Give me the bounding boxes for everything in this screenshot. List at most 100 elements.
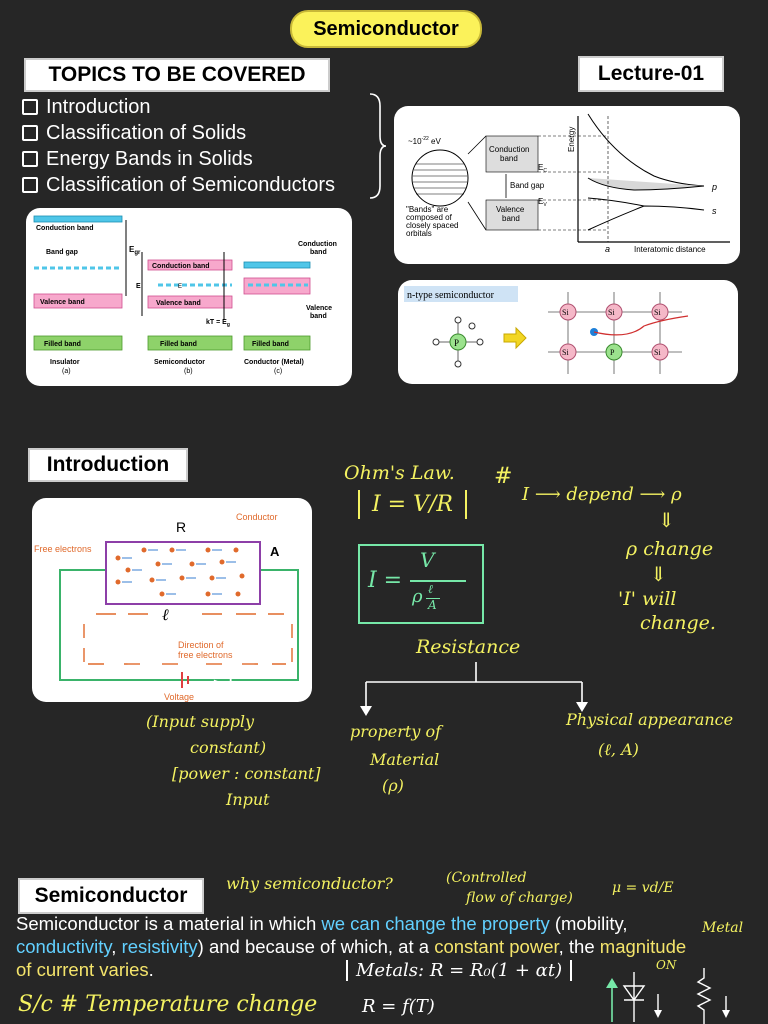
voltage-label: Voltage xyxy=(164,692,194,702)
checkbox-icon xyxy=(22,125,38,141)
si-atom xyxy=(651,303,669,321)
semi-valence-band xyxy=(147,295,233,309)
si-label: Si xyxy=(654,348,661,357)
lecture-label: Lecture-01 xyxy=(578,56,724,92)
power-note: [power : constant] xyxy=(172,764,321,783)
i-will-note: 'I' will xyxy=(618,588,677,610)
property-note: property of xyxy=(350,722,441,741)
band-gap-label: Band gap xyxy=(46,249,78,256)
metal-sublabel: (c) xyxy=(274,368,282,375)
conductor-label: Conductor (Metal) xyxy=(244,359,304,366)
semiconductor-definition: Semiconductor is a material in which we … xyxy=(16,913,687,980)
a-label: A xyxy=(270,544,280,559)
controlled-note: (Controlled xyxy=(446,870,527,886)
ntype-panel: n-type semiconductor P Si Si Si Si P xyxy=(398,280,738,384)
si-label: Si xyxy=(562,308,569,317)
conduction-band-label: Conduction band xyxy=(36,225,94,232)
semiconductor-heading: Semiconductor xyxy=(18,878,204,914)
topic-item: Introduction xyxy=(22,94,335,120)
semi-sublabel: (b) xyxy=(184,368,193,375)
ntype-title: n-type semiconductor xyxy=(407,290,495,301)
checkbox-icon xyxy=(22,99,38,115)
band-diagram-panel: Conduction band Band gap Valence band Fi… xyxy=(26,208,352,386)
phosphorus-atom xyxy=(449,333,467,351)
why-semiconductor-note: why semiconductor? xyxy=(226,874,393,893)
resistivity-formula-box: I = V ρ ℓ A xyxy=(358,544,484,624)
conduction-band-text-2: band xyxy=(500,154,518,163)
ntype-title-box xyxy=(404,286,518,302)
ohms-formula: I = V/R xyxy=(358,490,467,519)
metals-formula: Metals: R = R₀(1 + αt) xyxy=(346,960,573,981)
metal-conduction-band xyxy=(243,261,311,269)
current-label: >I xyxy=(212,674,235,695)
input-supply-note: (Input supply xyxy=(146,712,255,731)
formula-a: A xyxy=(428,598,437,612)
insulator-sublabel: (a) xyxy=(62,368,71,375)
eg-label: Egr xyxy=(129,245,141,256)
conductor-block xyxy=(105,541,261,605)
si-atom xyxy=(651,343,669,361)
sc-temperature-note: S/c # Temperature change xyxy=(18,992,318,1017)
rho-paren-note: (ρ) xyxy=(382,776,404,795)
metal-conduction-label-bottom: band xyxy=(310,249,327,256)
free-electrons-label: Free electrons xyxy=(34,544,92,554)
p-atom-lattice xyxy=(605,343,623,361)
topic-item: Energy Bands in Solids xyxy=(22,146,335,172)
ohms-law-label: Ohm's Law. xyxy=(344,462,455,484)
rho-change-note: ρ change xyxy=(626,538,714,560)
r-label: R xyxy=(176,519,186,535)
formula-l: ℓ xyxy=(428,582,433,596)
topics-heading: TOPICS TO BE COVERED xyxy=(24,58,330,92)
energy-axis-label: Energy xyxy=(567,127,576,152)
conductor-label: Conductor xyxy=(236,512,278,522)
p-label-lattice: P xyxy=(610,348,615,357)
kt-label: kT = Eg xyxy=(206,319,230,328)
flow-note: flow of charge) xyxy=(466,890,573,906)
bands-note-line2: composed of xyxy=(406,213,453,222)
insulator-label: Insulator xyxy=(50,359,80,366)
la-note: (ℓ, A) xyxy=(598,740,639,759)
curly-brace-icon xyxy=(369,93,387,199)
x-axis-label: Interatomic distance xyxy=(634,245,706,254)
ev-label: ~10-22 eV xyxy=(408,136,441,146)
p-label: p xyxy=(711,182,717,192)
formula-rho: ρ xyxy=(412,586,423,607)
semi-valence-label: Valence band xyxy=(156,300,201,307)
checkbox-icon xyxy=(22,177,38,193)
si-label: Si xyxy=(608,308,615,317)
hash-mark: # xyxy=(494,464,513,489)
insulator-conduction-band xyxy=(33,215,123,223)
valence-band-box xyxy=(485,199,539,231)
ec-label: EC xyxy=(538,163,547,174)
s-label: s xyxy=(712,206,717,216)
semi-conduction-label: Conduction band xyxy=(152,263,210,270)
band-gap-text: Band gap xyxy=(510,181,545,190)
material-note: Material xyxy=(370,750,440,769)
resistance-branch-arrows xyxy=(360,662,588,716)
semiconductor-label: Semiconductor xyxy=(154,359,205,366)
si-atom xyxy=(559,303,577,321)
energy-band-panel: ~10-22 eV "Bands" are composed of closel… xyxy=(394,106,740,264)
on-label: ON xyxy=(656,958,677,972)
metal-filled-band xyxy=(243,335,311,351)
metal-filled-label: Filled band xyxy=(252,341,289,348)
a-label: a xyxy=(605,244,610,254)
page-title: Semiconductor xyxy=(290,10,482,48)
resistor-icon xyxy=(696,968,712,1024)
mobility-formula: μ = vd/E xyxy=(612,880,674,896)
si-atom xyxy=(605,303,623,321)
diode-icon xyxy=(622,985,646,1002)
formula-i: I = xyxy=(368,568,403,593)
checkbox-icon xyxy=(22,151,38,167)
valence-band-text-2: band xyxy=(502,214,520,223)
insulator-filled-band xyxy=(33,335,123,351)
physical-note: Physical appearance xyxy=(566,710,734,729)
semi-filled-label: Filled band xyxy=(160,341,197,348)
introduction-heading: Introduction xyxy=(28,448,188,482)
si-label: Si xyxy=(654,308,661,317)
down-arrow-1: ⇓ xyxy=(658,508,675,532)
depend-note: I ⟶ depend ⟶ ρ xyxy=(522,484,682,505)
topic-item: Classification of Solids xyxy=(22,120,335,146)
semi-eg-label: E xyxy=(136,283,141,290)
l-label: ℓ xyxy=(162,605,169,624)
